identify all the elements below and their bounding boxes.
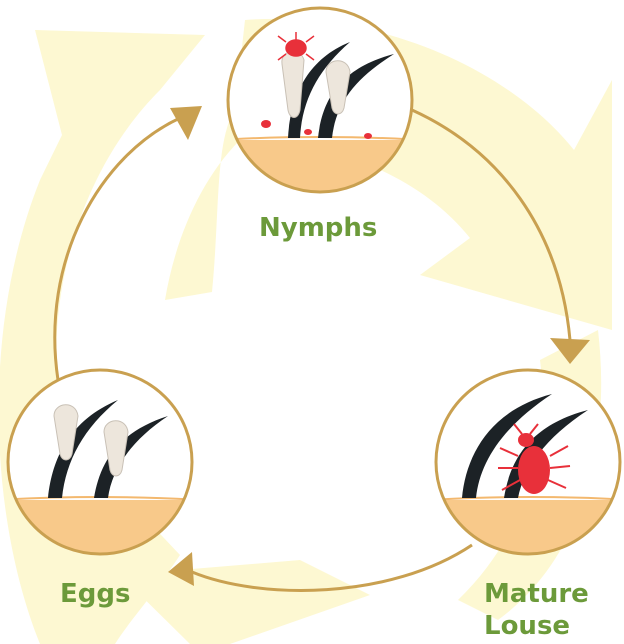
arrow-nymphs-to-mature [411, 108, 572, 341]
arrow-mature-to-eggs [191, 543, 473, 592]
cycle-arrowheads [168, 106, 590, 586]
background-arrow-bottom [120, 330, 602, 644]
mature-louse-icon [498, 423, 571, 494]
arrow-eggs-to-nymphs [53, 116, 181, 381]
stage-circle-mature [434, 368, 622, 556]
stage-label-mature-louse: Mature Louse [484, 579, 589, 641]
stage-circle-eggs [6, 368, 194, 556]
arrowhead-nymphs-to-mature [550, 338, 590, 364]
cycle-arrows [53, 108, 572, 592]
small-nymphs-icon [261, 120, 372, 139]
stage-label-nymphs: Nymphs [259, 213, 378, 243]
arrowhead-mature-to-eggs [168, 552, 194, 586]
nymph-louse-icon [277, 32, 315, 61]
stage-label-eggs: Eggs [60, 579, 131, 609]
arrowhead-eggs-to-nymphs [170, 106, 202, 140]
stage-circle-nymphs [226, 6, 414, 194]
